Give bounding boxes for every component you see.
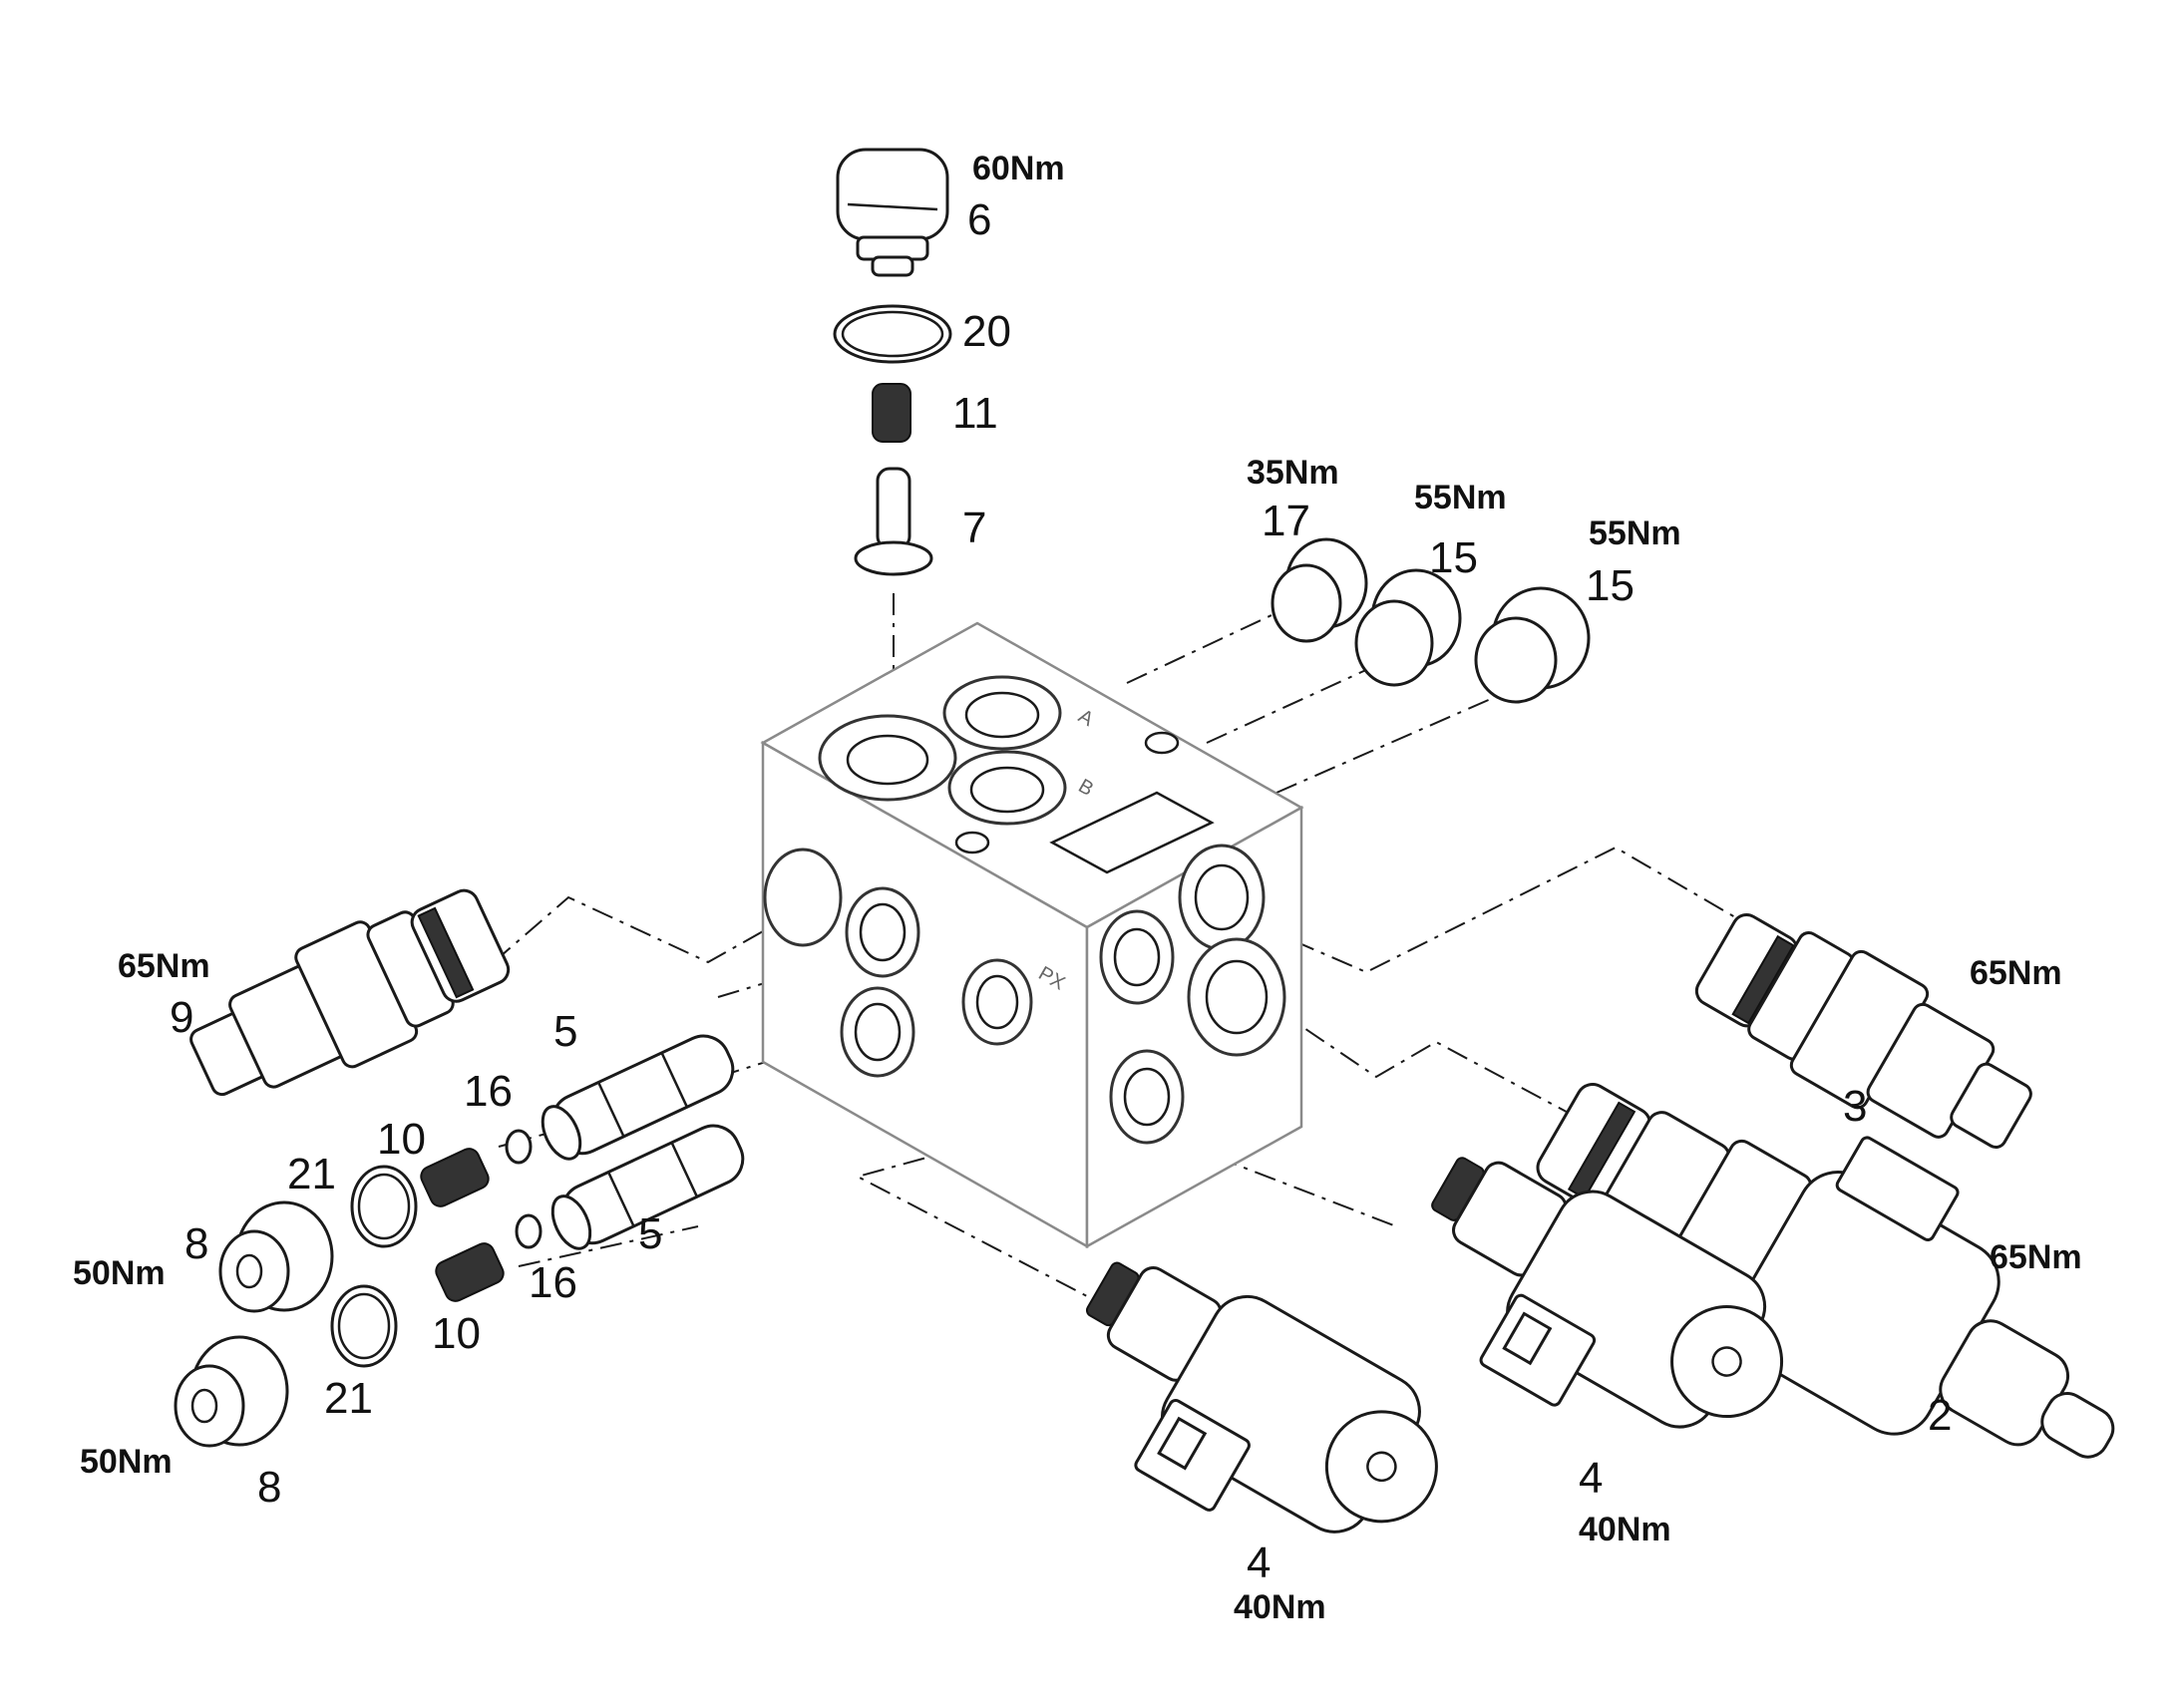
- part-6-cap: [836, 148, 949, 277]
- part-16-ring-a: [505, 1129, 533, 1165]
- part-21-oring-a: [350, 1165, 418, 1248]
- callout-9-torque: 65Nm: [118, 947, 210, 985]
- callout-4a-number: 4: [1247, 1538, 1272, 1587]
- callout-16b-number: 16: [529, 1258, 577, 1307]
- part-16-ring-b: [515, 1213, 543, 1249]
- right-port-2: [1099, 909, 1175, 1005]
- callout-20-number: 20: [962, 307, 1011, 356]
- callout-8a-number: 8: [184, 1219, 209, 1268]
- callout-4b-number: 4: [1579, 1454, 1604, 1503]
- part-4-solenoid-valve-a: [1085, 1261, 1438, 1534]
- part-10-spring-a: [420, 1148, 490, 1207]
- right-port-4: [1109, 1049, 1185, 1145]
- callout-2-number: 2: [1928, 1391, 1953, 1440]
- callout-3-torque: 65Nm: [1970, 954, 2062, 992]
- callout-16a-number: 16: [464, 1067, 513, 1116]
- valve-block: A B PX: [760, 621, 1304, 1249]
- part-8-plug-b: [174, 1335, 289, 1448]
- right-port-3: [1187, 937, 1286, 1057]
- callout-15b-number: 15: [1586, 561, 1635, 610]
- callout-9-number: 9: [170, 993, 194, 1042]
- part-3-relief-valve: [1694, 912, 2032, 1149]
- part-4-solenoid-valve-b: [1431, 1157, 1784, 1429]
- callout-6-number: 6: [967, 195, 992, 244]
- part-15-plug-b: [1474, 586, 1591, 704]
- part-11-spring: [872, 383, 911, 443]
- callout-5a-number: 5: [553, 1007, 578, 1056]
- callout-5b-number: 5: [638, 1209, 663, 1258]
- part-7-pin: [854, 467, 933, 576]
- left-port-px: [961, 958, 1033, 1046]
- part-5-spool-b: [550, 1124, 745, 1250]
- callout-15a-number: 15: [1429, 533, 1478, 582]
- callout-21a-number: 21: [287, 1150, 336, 1198]
- callout-10a-number: 10: [377, 1115, 426, 1164]
- callout-8b-torque: 50Nm: [80, 1443, 173, 1481]
- left-port-2: [845, 886, 920, 978]
- callout-6-torque: 60Nm: [972, 150, 1065, 187]
- part-9-relief-valve: [189, 888, 511, 1097]
- callout-11-number: 11: [952, 389, 998, 438]
- callout-4b-torque: 40Nm: [1579, 1511, 1671, 1548]
- callout-15b-torque: 55Nm: [1589, 514, 1681, 552]
- part-21-oring-b: [330, 1284, 398, 1368]
- callout-17-torque: 35Nm: [1247, 454, 1339, 492]
- left-port-3: [840, 986, 915, 1078]
- callout-4a-torque: 40Nm: [1234, 1588, 1326, 1626]
- top-port-a: [942, 675, 1062, 751]
- top-port-b: [947, 750, 1067, 826]
- callout-8b-number: 8: [257, 1463, 282, 1512]
- callout-2-torque: 65Nm: [1990, 1238, 2082, 1276]
- part-10-spring-b: [435, 1242, 505, 1302]
- top-port-main: [818, 714, 957, 802]
- part-17-plug: [1271, 537, 1368, 643]
- part-15-plug-a: [1354, 568, 1462, 687]
- callout-7-number: 7: [962, 504, 987, 552]
- callout-17-number: 17: [1262, 497, 1310, 545]
- part-5-spool-a: [541, 1034, 735, 1161]
- callout-8a-torque: 50Nm: [73, 1254, 166, 1292]
- callout-15a-torque: 55Nm: [1414, 479, 1507, 516]
- callout-21b-number: 21: [324, 1374, 373, 1423]
- part-20-oring: [833, 304, 952, 364]
- callout-3-number: 3: [1843, 1082, 1868, 1131]
- right-port-1: [1178, 844, 1266, 951]
- left-port-1: [763, 848, 843, 947]
- part-8-plug-a: [218, 1200, 334, 1313]
- callout-10b-number: 10: [432, 1309, 481, 1358]
